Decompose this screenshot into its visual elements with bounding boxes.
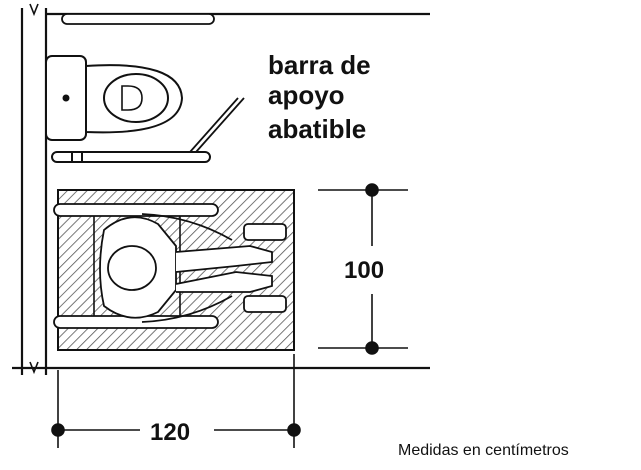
units-note: Medidas en centímetros — [398, 442, 569, 459]
depth-dimension — [318, 183, 408, 355]
grab-bar-label-line2: apoyo — [268, 80, 345, 110]
width-dimension-value: 120 — [150, 419, 190, 446]
width-dimension — [51, 354, 301, 448]
toilet-icon — [45, 55, 184, 141]
wall-fixture-top — [61, 13, 215, 25]
depth-dimension-value: 100 — [344, 257, 384, 284]
wall-break-bottom — [29, 361, 39, 375]
grab-bar-leader — [189, 97, 239, 153]
grab-bar-label-line1: barra de — [268, 50, 371, 80]
wheelchair-user-icon — [53, 203, 287, 329]
wall-break-top — [29, 3, 39, 17]
fold-down-grab-bar — [51, 97, 245, 163]
grab-bar-label-line3: abatible — [268, 114, 366, 144]
